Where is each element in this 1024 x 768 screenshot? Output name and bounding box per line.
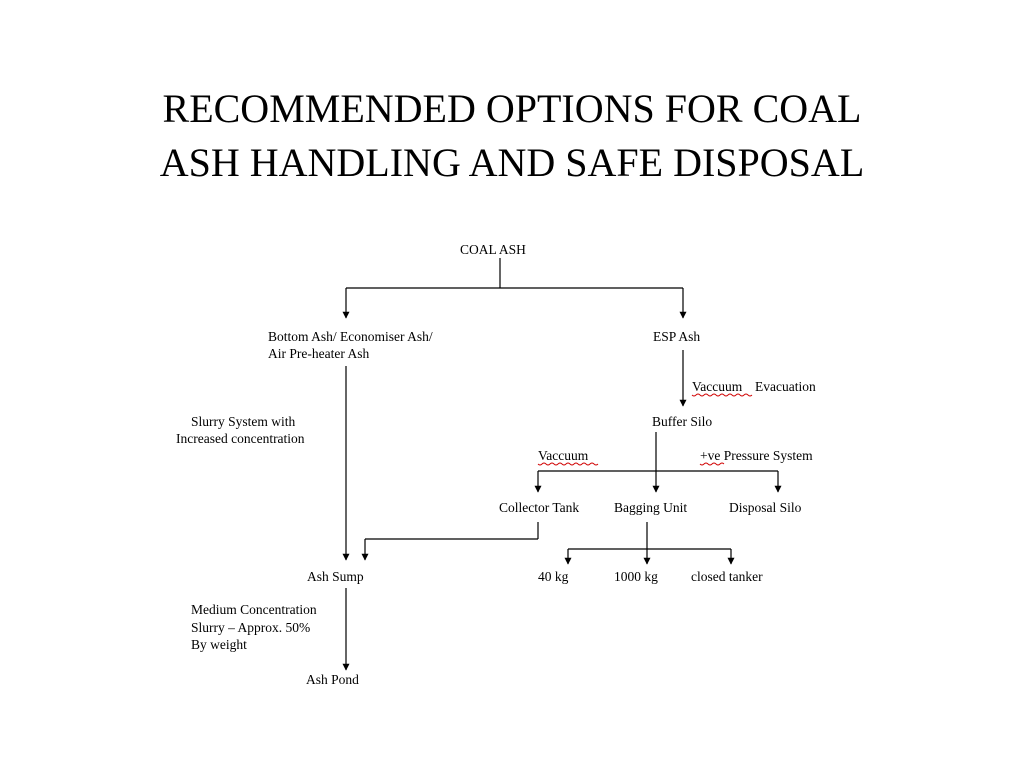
label-slurry-line-2: Increased concentration xyxy=(176,431,305,446)
node-bottom-ash-line-2: Air Pre-heater Ash xyxy=(268,346,369,361)
connector-buffer-silo-split xyxy=(534,432,782,493)
node-buffer-silo: Buffer Silo xyxy=(652,414,712,429)
label-vaccuum-evacuation-word-2: Evacuation xyxy=(755,379,816,394)
node-bag-1000-kg: 1000 kg xyxy=(614,569,658,584)
label-vaccuum-text: Vaccuum xyxy=(538,448,589,463)
node-collector-tank: Collector Tank xyxy=(499,500,579,515)
node-bottom-ash-line-1: Bottom Ash/ Economiser Ash/ xyxy=(268,329,433,344)
label-medium-line-3: By weight xyxy=(191,637,247,652)
label-pressure-system: +ve Pressure System xyxy=(699,448,813,466)
label-medium-concentration: Medium Concentration Slurry – Approx. 50… xyxy=(191,602,317,652)
spellcheck-underline xyxy=(537,462,599,466)
title-line-2: ASH HANDLING AND SAFE DISPOSAL xyxy=(159,140,865,185)
connector-coal-ash-split xyxy=(342,258,687,319)
label-medium-line-1: Medium Concentration xyxy=(191,602,317,617)
slide-title: RECOMMENDED OPTIONS FOR COAL ASH HANDLIN… xyxy=(0,82,1024,190)
node-esp-ash: ESP Ash xyxy=(653,329,700,344)
connector-collector-tank-to-ash-sump xyxy=(361,522,539,561)
label-pressure-system-text: +ve Pressure System xyxy=(700,448,813,463)
title-line-1: RECOMMENDED OPTIONS FOR COAL xyxy=(162,86,862,131)
node-disposal-silo: Disposal Silo xyxy=(729,500,802,515)
label-vaccuum-evacuation: Vaccuum Evacuation xyxy=(691,379,816,397)
label-slurry-system: Slurry System with Increased concentrati… xyxy=(176,414,305,446)
node-closed-tanker: closed tanker xyxy=(691,569,763,584)
spellcheck-underline xyxy=(699,462,725,466)
node-ash-pond: Ash Pond xyxy=(306,672,359,687)
label-slurry-line-1: Slurry System with xyxy=(191,414,296,429)
label-vaccuum: Vaccuum xyxy=(537,448,599,466)
connector-bagging-unit-split xyxy=(564,522,735,565)
node-bag-40-kg: 40 kg xyxy=(538,569,569,584)
label-vaccuum-evacuation-word-1: Vaccuum xyxy=(692,379,743,394)
node-ash-sump: Ash Sump xyxy=(307,569,364,584)
node-bagging-unit: Bagging Unit xyxy=(614,500,687,515)
label-medium-line-2: Slurry – Approx. 50% xyxy=(191,620,310,635)
node-coal-ash: COAL ASH xyxy=(460,242,526,257)
node-bottom-ash: Bottom Ash/ Economiser Ash/ Air Pre-heat… xyxy=(268,329,433,361)
spellcheck-underline xyxy=(691,393,753,397)
